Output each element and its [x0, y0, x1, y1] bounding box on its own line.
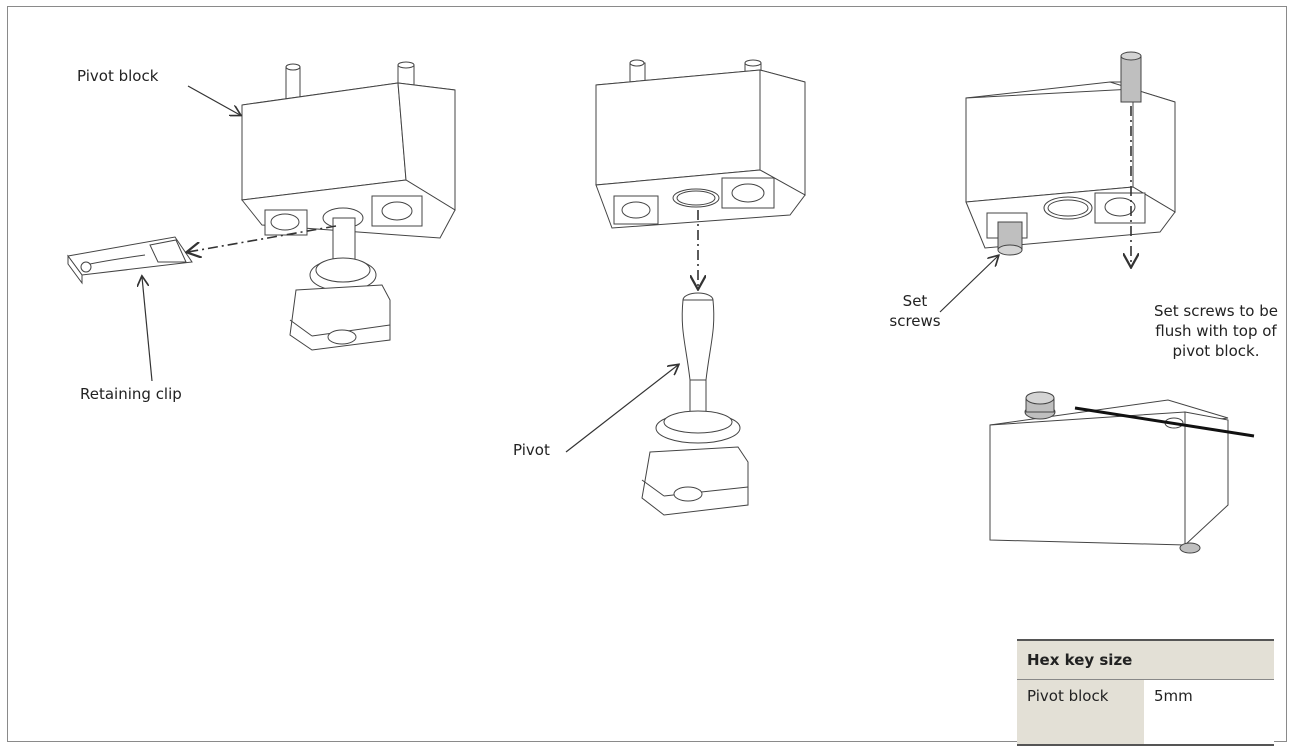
straight-edge [1074, 406, 1255, 438]
step3-pivot-block [965, 81, 1176, 249]
label-set-screws: Set screws [889, 292, 941, 330]
label-pivot-block: Pivot block [77, 67, 159, 85]
step2-pivot-block [595, 59, 806, 516]
clip-direction-arrow [188, 225, 337, 252]
set-screws-leader [939, 256, 998, 313]
pivot-leader [565, 365, 678, 453]
set-screw-shaded [997, 51, 1142, 256]
hex-key-table: Hex key size Pivot block 5mm [1017, 639, 1274, 746]
table-row: Pivot block 5mm [1017, 679, 1274, 746]
retaining-clip-leader [142, 277, 153, 382]
hex-table-header: Hex key size [1017, 639, 1274, 680]
hex-table-item: Pivot block [1017, 679, 1144, 746]
label-flush-note: Set screws to be flush with top of pivot… [1154, 302, 1278, 360]
pivot-block-leader [187, 85, 240, 115]
step1-pivot-block [67, 61, 456, 351]
diagram-frame [7, 6, 1287, 742]
label-retaining-clip: Retaining clip [80, 385, 182, 403]
step4-pivot-block [989, 391, 1229, 554]
label-pivot: Pivot [513, 441, 550, 459]
hex-table-size: 5mm [1144, 679, 1274, 746]
